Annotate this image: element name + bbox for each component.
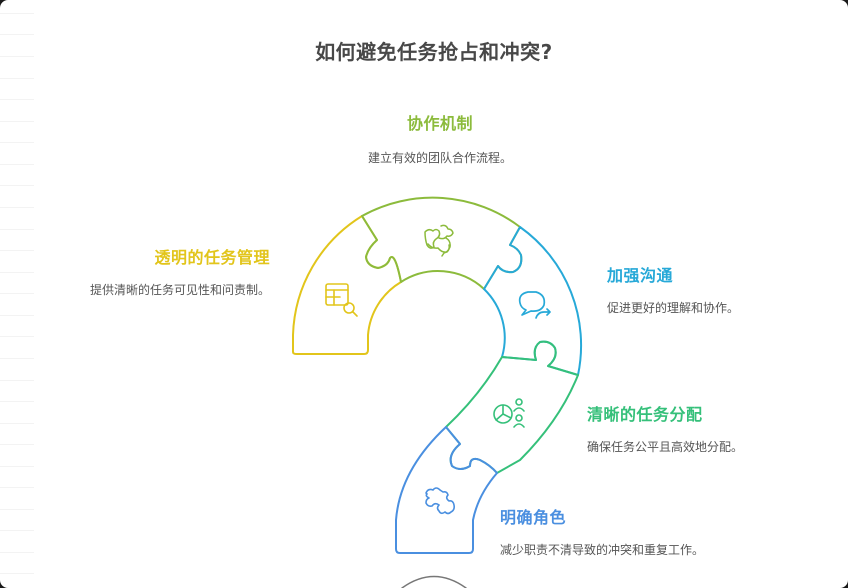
table-search-icon bbox=[325, 283, 358, 317]
heading-communication: 加强沟通 bbox=[607, 266, 674, 285]
label-assignment: 清晰的任务分配 确保任务公平且高效地分配。 bbox=[587, 401, 787, 455]
heading-transparency: 透明的任务管理 bbox=[154, 248, 270, 267]
pie-chart-people-icon bbox=[493, 398, 525, 428]
label-communication: 加强沟通 促进更好的理解和协作。 bbox=[607, 262, 807, 316]
label-transparency: 透明的任务管理 提供清晰的任务可见性和问责制。 bbox=[80, 244, 270, 298]
segment-assignment bbox=[445, 340, 579, 474]
label-collaboration: 协作机制 建立有效的团队合作流程。 bbox=[320, 110, 560, 166]
diagram-title: 如何避免任务抢占和冲突? bbox=[315, 40, 553, 64]
description-collaboration: 建立有效的团队合作流程。 bbox=[367, 151, 512, 165]
heading-collaboration: 协作机制 bbox=[406, 114, 473, 133]
segment-roles bbox=[395, 426, 498, 554]
description-communication: 促进更好的理解和协作。 bbox=[607, 301, 740, 315]
handshake-icon bbox=[424, 224, 454, 257]
heading-assignment: 清晰的任务分配 bbox=[587, 405, 703, 424]
segment-communication bbox=[483, 226, 583, 376]
chat-bubbles-icon bbox=[518, 291, 551, 319]
heading-roles: 明确角色 bbox=[500, 508, 567, 527]
edge-gridlines bbox=[0, 0, 34, 588]
question-mark-dot bbox=[401, 575, 467, 588]
description-assignment: 确保任务公平且高效地分配。 bbox=[587, 440, 744, 454]
puzzle-piece-icon bbox=[425, 487, 455, 515]
label-roles: 明确角色 减少职责不清导致的冲突和重复工作。 bbox=[500, 504, 710, 558]
description-roles: 减少职责不清导致的冲突和重复工作。 bbox=[500, 543, 705, 557]
description-transparency: 提供清晰的任务可见性和问责制。 bbox=[89, 283, 270, 297]
segment-collaboration bbox=[361, 196, 523, 290]
